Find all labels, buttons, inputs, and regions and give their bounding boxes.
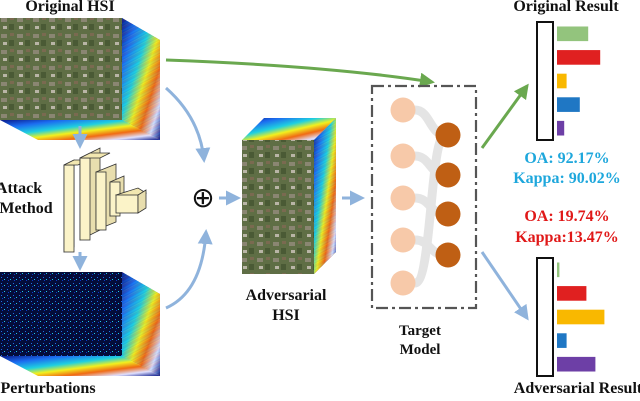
result-bar	[557, 309, 605, 325]
adversarial-hsi-label-line1: Adversarial	[245, 287, 327, 304]
result-bar	[557, 262, 560, 278]
original-kappa-value: Kappa: 90.02%	[513, 170, 621, 187]
arrow-original-to-model	[165, 58, 435, 88]
original-result-chart	[536, 21, 601, 141]
attack-method-label-line2: Method	[0, 200, 53, 217]
adversarial-hsi-cube	[242, 118, 336, 274]
arrow-original-to-plus	[165, 86, 211, 163]
adversarial-kappa-value: Kappa:13.47%	[515, 229, 619, 246]
result-bar	[557, 97, 580, 112]
adversarial-oa-value: OA: 19.74%	[524, 208, 610, 225]
result-bar	[557, 333, 567, 348]
target-model-label-line1: Target	[399, 323, 441, 339]
result-bar	[557, 356, 596, 372]
original-hsi-image	[0, 18, 122, 120]
arrow-perturbations-to-plus	[165, 229, 213, 310]
target-model-label-line2: Model	[399, 342, 441, 358]
input-neuron	[390, 97, 416, 123]
input-neuron	[390, 143, 416, 169]
attack-method-network	[63, 147, 147, 253]
result-bar	[557, 73, 567, 89]
perturbation-cube	[0, 272, 160, 376]
plus-operator: ⊕	[191, 181, 214, 214]
adversarial-hsi-label-line2: HSI	[272, 307, 300, 324]
result-bar	[557, 50, 601, 65]
result-bar	[557, 120, 565, 136]
arrow-model-to-original-result	[480, 83, 529, 149]
output-neuron	[435, 201, 461, 227]
output-neuron	[435, 162, 461, 188]
adversarial-result-chart	[536, 257, 605, 377]
input-neuron	[390, 270, 416, 296]
output-neuron	[435, 242, 461, 268]
target-model-box	[370, 84, 478, 310]
perturbations-label: Perturbations	[0, 380, 96, 397]
result-bar	[557, 286, 587, 301]
original-oa-value: OA: 92.17%	[524, 150, 610, 167]
model-neurons	[390, 97, 461, 296]
original-result-label: Original Result	[513, 0, 619, 15]
arrow-model-to-adversarial-result	[480, 251, 529, 321]
result-bar	[557, 26, 589, 42]
output-neuron	[435, 122, 461, 148]
original-hsi-label: Original HSI	[25, 0, 115, 15]
adversarial-result-label: Adversarial Result	[513, 380, 640, 397]
input-neuron	[390, 185, 416, 211]
result-frame	[536, 21, 554, 141]
perturbation-image	[0, 272, 122, 356]
result-frame	[536, 257, 554, 377]
adversarial-hsi-image	[242, 140, 314, 274]
attack-method-label-line1: Attack	[0, 180, 43, 197]
original-hsi-cube	[0, 18, 160, 140]
input-neuron	[390, 227, 416, 253]
